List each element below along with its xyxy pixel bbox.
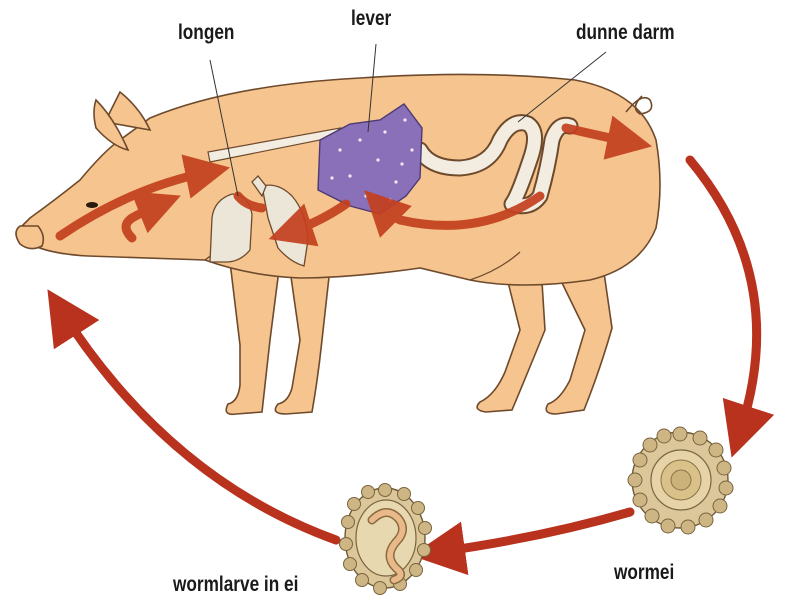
- cycle-arrow-egg-to-larva: [438, 512, 630, 552]
- label-lungs: longen: [178, 22, 234, 43]
- pig-snout: [16, 226, 43, 249]
- pig-front-leg-back: [275, 268, 330, 414]
- label-worm-egg: wormei: [614, 562, 674, 583]
- cycle-arrow-larva-to-pig: [62, 312, 336, 540]
- pig-eye: [86, 202, 98, 208]
- label-small-intestine: dunne darm: [576, 22, 675, 43]
- label-larva-in-egg: wormlarve in ei: [173, 574, 298, 595]
- pig-front-leg-front: [226, 262, 280, 414]
- larva-egg: [340, 484, 432, 595]
- label-liver: lever: [351, 8, 391, 29]
- cycle-arrow-pig-to-egg: [690, 160, 757, 432]
- worm-egg: [628, 427, 733, 534]
